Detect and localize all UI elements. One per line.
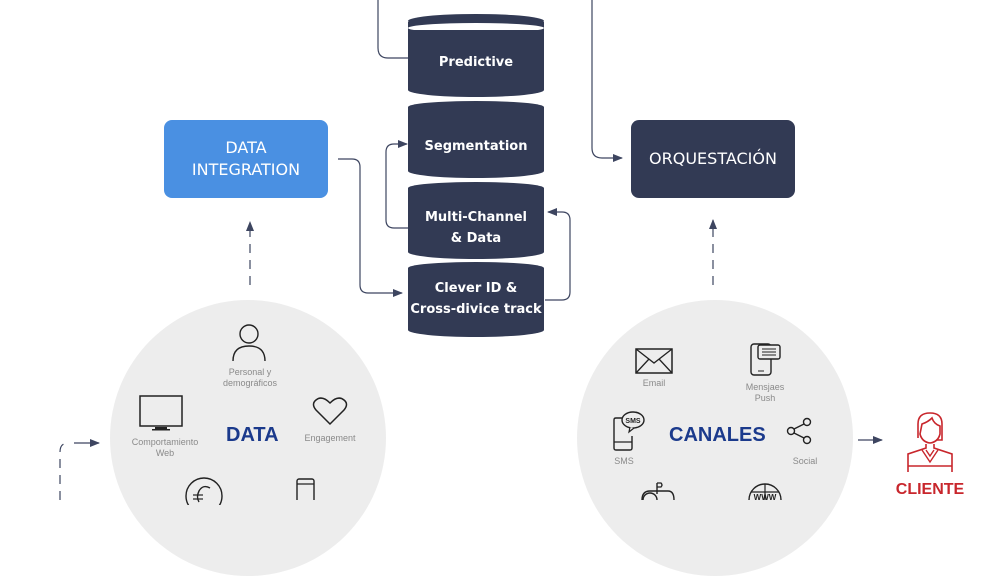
cylinder-segmentation — [408, 107, 544, 171]
label-social: Social — [792, 456, 818, 466]
envelope-icon — [635, 348, 673, 374]
cylinder-label-predictive: Predictive — [438, 55, 514, 70]
www-globe-icon: WWW — [748, 483, 782, 500]
cleverid-line1: Clever ID & — [434, 281, 518, 296]
connector-multichannel-to-segmentation — [385, 140, 410, 229]
canales-circle-title: CANALES — [669, 424, 766, 446]
connector-to-orquestacion — [591, 0, 623, 162]
label-personal-line1: Personal y — [228, 367, 272, 377]
share-icon — [786, 417, 812, 445]
label-comportamiento-line2: Web — [155, 448, 175, 458]
cylinder-multichannel — [408, 188, 544, 252]
multichannel-line1: Multi-Channel — [424, 210, 528, 225]
cliente-label: CLIENTE — [895, 481, 965, 498]
label-email: Email — [642, 378, 666, 388]
label-push-line2: Push — [754, 393, 776, 403]
data-integration-box[interactable]: DATA INTEGRATION — [164, 120, 328, 198]
cylinder-stack — [408, 14, 544, 337]
label-comportamiento-line1: Comportamiento — [131, 437, 199, 447]
orquestacion-label: ORQUESTACIÓN — [649, 149, 777, 168]
multichannel-line2: & Data — [450, 231, 502, 246]
label-comportamiento: Comportamiento Web — [120, 437, 210, 459]
label-push: Mensjaes Push — [730, 382, 800, 404]
dashed-return-to-data — [59, 442, 69, 500]
push-message-icon — [750, 343, 781, 376]
data-integration-line2: INTEGRATION — [191, 160, 301, 179]
cylinder-label-multichannel: Multi-Channel & Data — [408, 207, 544, 249]
svg-text:SMS: SMS — [625, 418, 641, 425]
connector-cleverid-to-multichannel — [545, 208, 571, 301]
orquestacion-box[interactable]: ORQUESTACIÓN — [631, 120, 795, 198]
connector-integration-to-cleverid — [338, 158, 403, 297]
euro-icon — [185, 477, 223, 505]
client-woman-icon — [907, 412, 953, 472]
svg-text:WWW: WWW — [754, 493, 777, 500]
cleverid-line2: Cross-divice track — [410, 302, 542, 317]
connector-top-to-predictive — [377, 0, 410, 59]
label-push-line1: Mensjaes — [745, 382, 785, 392]
mobile-icon — [296, 478, 315, 500]
label-engagement: Engagement — [304, 433, 356, 443]
label-sms: SMS — [614, 456, 634, 466]
person-icon — [232, 324, 266, 362]
mailbox-icon — [641, 482, 675, 500]
data-circle-title: DATA — [226, 424, 279, 446]
label-personal: Personal y demográficos — [205, 367, 295, 389]
cylinder-label-segmentation: Segmentation — [424, 139, 528, 154]
label-personal-line2: demográficos — [222, 378, 278, 388]
cylinder-label-cleverid: Clever ID & Cross-divice track — [408, 278, 544, 320]
monitor-icon — [139, 395, 183, 431]
sms-icon: SMS — [613, 411, 645, 451]
heart-icon — [312, 397, 348, 426]
connectors — [59, 0, 883, 500]
data-integration-line1: DATA — [225, 138, 267, 157]
cylinder-cleverid — [408, 268, 544, 330]
